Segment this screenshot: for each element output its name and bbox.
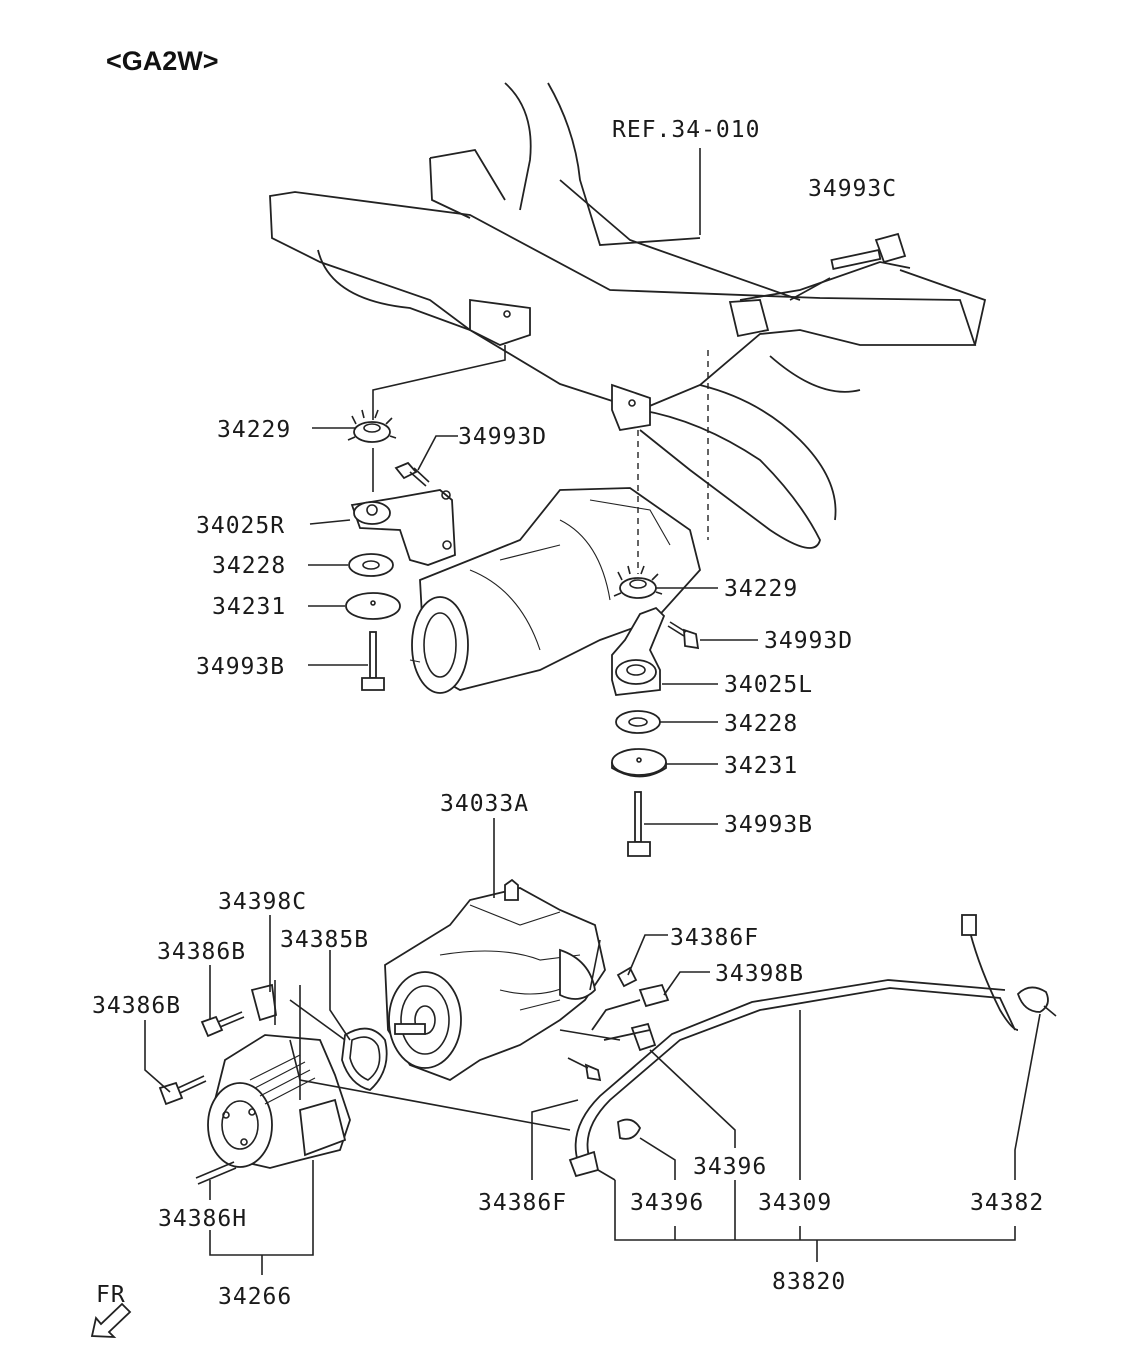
part-label-34386b-a: 34386B — [157, 939, 246, 965]
diff-carrier-34033a — [384, 878, 606, 1082]
washer-34228-left — [615, 710, 661, 734]
clamp-34396-b — [617, 1118, 642, 1140]
alignment-lines-lower — [274, 939, 621, 1131]
differential-housing-upper — [409, 487, 701, 694]
part-label-34229-left: 34229 — [724, 576, 798, 602]
part-label-34033a: 34033A — [440, 791, 529, 817]
frame-crossmember — [269, 82, 987, 549]
bolt-34993b-right — [361, 631, 385, 691]
bolt-34993d-right — [394, 461, 430, 487]
part-label-34398c: 34398C — [218, 889, 307, 915]
part-label-34229-right: 34229 — [217, 417, 291, 443]
washer-34231-right — [345, 592, 401, 620]
harness-34309 — [568, 979, 1016, 1178]
front-label: FR — [96, 1282, 126, 1308]
washer-34231-left — [611, 748, 667, 778]
part-label-34993d-right: 34993D — [458, 424, 547, 450]
bolt-34993d-left — [667, 621, 700, 650]
part-label-34266: 34266 — [218, 1284, 292, 1310]
part-label-34993b-right: 34993B — [196, 654, 285, 680]
sensor-34382 — [961, 914, 1057, 1031]
part-label-34398b: 34398B — [715, 961, 804, 987]
gasket-34385b — [341, 1027, 388, 1091]
part-label-34382: 34382 — [970, 1190, 1044, 1216]
part-label-34231-right: 34231 — [212, 594, 286, 620]
front-direction-arrow — [90, 1302, 132, 1339]
part-label-34025r: 34025R — [196, 513, 285, 539]
bolt-34386f-a — [616, 966, 638, 988]
bolt-34993c — [830, 232, 907, 270]
cover-34266 — [207, 1034, 351, 1169]
part-label-34309: 34309 — [758, 1190, 832, 1216]
bolt-34386f-b — [567, 1057, 602, 1082]
callout-leaders — [144, 427, 1041, 1275]
part-label-34386h: 34386H — [158, 1206, 247, 1232]
mount-bracket-left — [611, 606, 666, 696]
bolt-34993b-left — [627, 791, 651, 857]
part-label-34228-right: 34228 — [212, 553, 286, 579]
stud-34386h — [195, 1161, 237, 1185]
part-label-34228-left: 34228 — [724, 711, 798, 737]
alignment-lines-upper — [372, 148, 831, 574]
model-code-title: <GA2W> — [106, 46, 219, 76]
part-label-34993b-left: 34993B — [724, 812, 813, 838]
part-label-34385b: 34385B — [280, 927, 369, 953]
bracket-34398c — [250, 983, 277, 1022]
part-label-34386b-b: 34386B — [92, 993, 181, 1019]
part-label-34993d-left: 34993D — [764, 628, 853, 654]
part-label-34993c: 34993C — [808, 176, 897, 202]
bracket-34398b — [638, 983, 670, 1008]
stopper-right — [347, 409, 397, 443]
part-label-34231-left: 34231 — [724, 753, 798, 779]
part-label-34386f-b: 34386F — [478, 1190, 567, 1216]
clamp-34396-a — [630, 1022, 657, 1052]
mount-bracket-right — [350, 489, 456, 566]
part-label-34396-b: 34396 — [630, 1190, 704, 1216]
part-label-34396-a: 34396 — [693, 1154, 767, 1180]
bolt-34386b-a — [200, 1011, 245, 1038]
ref-label: REF.34-010 — [612, 117, 760, 143]
part-label-83820: 83820 — [772, 1269, 846, 1295]
part-label-34025l: 34025L — [724, 672, 813, 698]
washer-34228-right — [348, 553, 394, 577]
part-label-34386f-a: 34386F — [670, 925, 759, 951]
